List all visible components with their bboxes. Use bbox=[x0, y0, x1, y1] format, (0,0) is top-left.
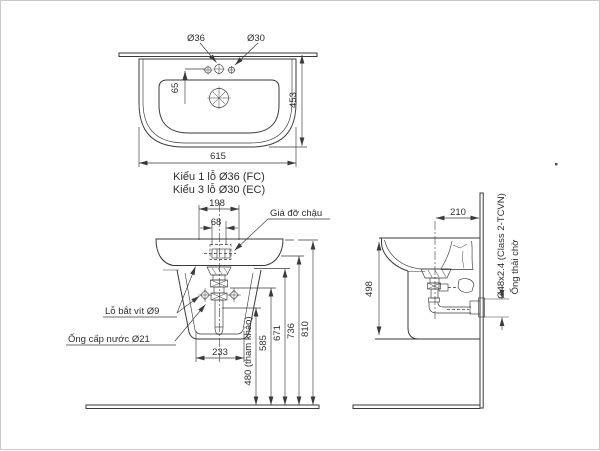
dim736-label: 736 bbox=[286, 323, 297, 339]
hole-dia-main-label: Ø36 bbox=[187, 33, 205, 44]
leader-hole-side bbox=[234, 42, 259, 66]
dim68-label: 68 bbox=[211, 217, 222, 228]
screw-hole-leader-2 bbox=[176, 295, 200, 314]
dim498-label: 498 bbox=[364, 281, 375, 297]
bowl-outline-plan bbox=[158, 79, 280, 134]
pipe-dim-ext bbox=[484, 298, 509, 318]
screw-hole-right bbox=[227, 288, 241, 302]
bracket-leader bbox=[234, 218, 330, 251]
leader-hole-main bbox=[199, 42, 217, 63]
stray-dot bbox=[555, 163, 558, 166]
hole-dia-side-label: Ø30 bbox=[247, 33, 265, 44]
dim671-label: 671 bbox=[272, 325, 283, 341]
dim810-label: 810 bbox=[300, 321, 311, 337]
basin-front-profile bbox=[381, 238, 409, 272]
front-view: 198 68 Giá đỡ chậu 480 (tham khảo) 585 6… bbox=[66, 198, 330, 409]
screw-hole-left bbox=[198, 288, 212, 302]
faucet-holes bbox=[203, 63, 236, 75]
basin-outline-plan bbox=[138, 58, 297, 148]
dim65-label: 65 bbox=[170, 83, 181, 94]
drain-spec-label: Ø48x2.4 (Class 2-TCVN) bbox=[496, 193, 507, 299]
bowl-profile-side bbox=[384, 239, 448, 270]
dim453-label: 453 bbox=[288, 92, 299, 108]
floor-line-side bbox=[352, 404, 481, 409]
dim68-ext bbox=[211, 221, 227, 245]
basin-rim-line bbox=[142, 59, 293, 144]
supply-pipe-label: Ống cấp nước Ø21 bbox=[68, 333, 150, 345]
top-view: Ø36 Ø30 65 453 615 Kiểu 1 lỗ Ø36 (FC) Ki… bbox=[118, 33, 318, 196]
basin-outline-front bbox=[155, 238, 284, 266]
mounting-bracket bbox=[204, 244, 236, 260]
drain-assembly-front bbox=[206, 266, 232, 335]
dim615-ext bbox=[138, 127, 297, 167]
dim480-label: 480 (tham khảo) bbox=[243, 316, 254, 385]
wall-line bbox=[479, 192, 484, 409]
drain-hole-plan bbox=[207, 86, 231, 110]
side-view: 210 498 Ø48x2.4 (Class 2-TCVN) Ống thải … bbox=[352, 192, 521, 409]
caption-line1: Kiểu 1 lỗ Ø36 (FC) bbox=[173, 170, 265, 183]
dim233-label: 233 bbox=[212, 347, 228, 358]
shroud-outline bbox=[176, 269, 262, 340]
floor-line-front bbox=[85, 404, 320, 409]
caption-line2: Kiểu 3 lỗ Ø30 (EC) bbox=[173, 183, 265, 196]
counter-edge bbox=[118, 52, 318, 57]
wall-drain-stub bbox=[457, 278, 475, 293]
standpipe-section bbox=[440, 240, 474, 270]
dim198-label: 198 bbox=[209, 198, 225, 209]
drain-stub-label: Ống thải chờ bbox=[509, 240, 521, 295]
dim210-label: 210 bbox=[450, 207, 466, 218]
dim585-label: 585 bbox=[258, 335, 269, 351]
trap-assembly-side bbox=[420, 268, 485, 318]
supply-pipe-leader bbox=[174, 304, 206, 342]
screw-hole-leader-1 bbox=[176, 266, 196, 314]
bracket-label: Giá đỡ chậu bbox=[270, 208, 322, 219]
screw-hole-label: Lỗ bắt vít Ø9 bbox=[105, 306, 159, 317]
shroud-front-side bbox=[407, 271, 420, 340]
dim615-label: 615 bbox=[210, 151, 226, 162]
